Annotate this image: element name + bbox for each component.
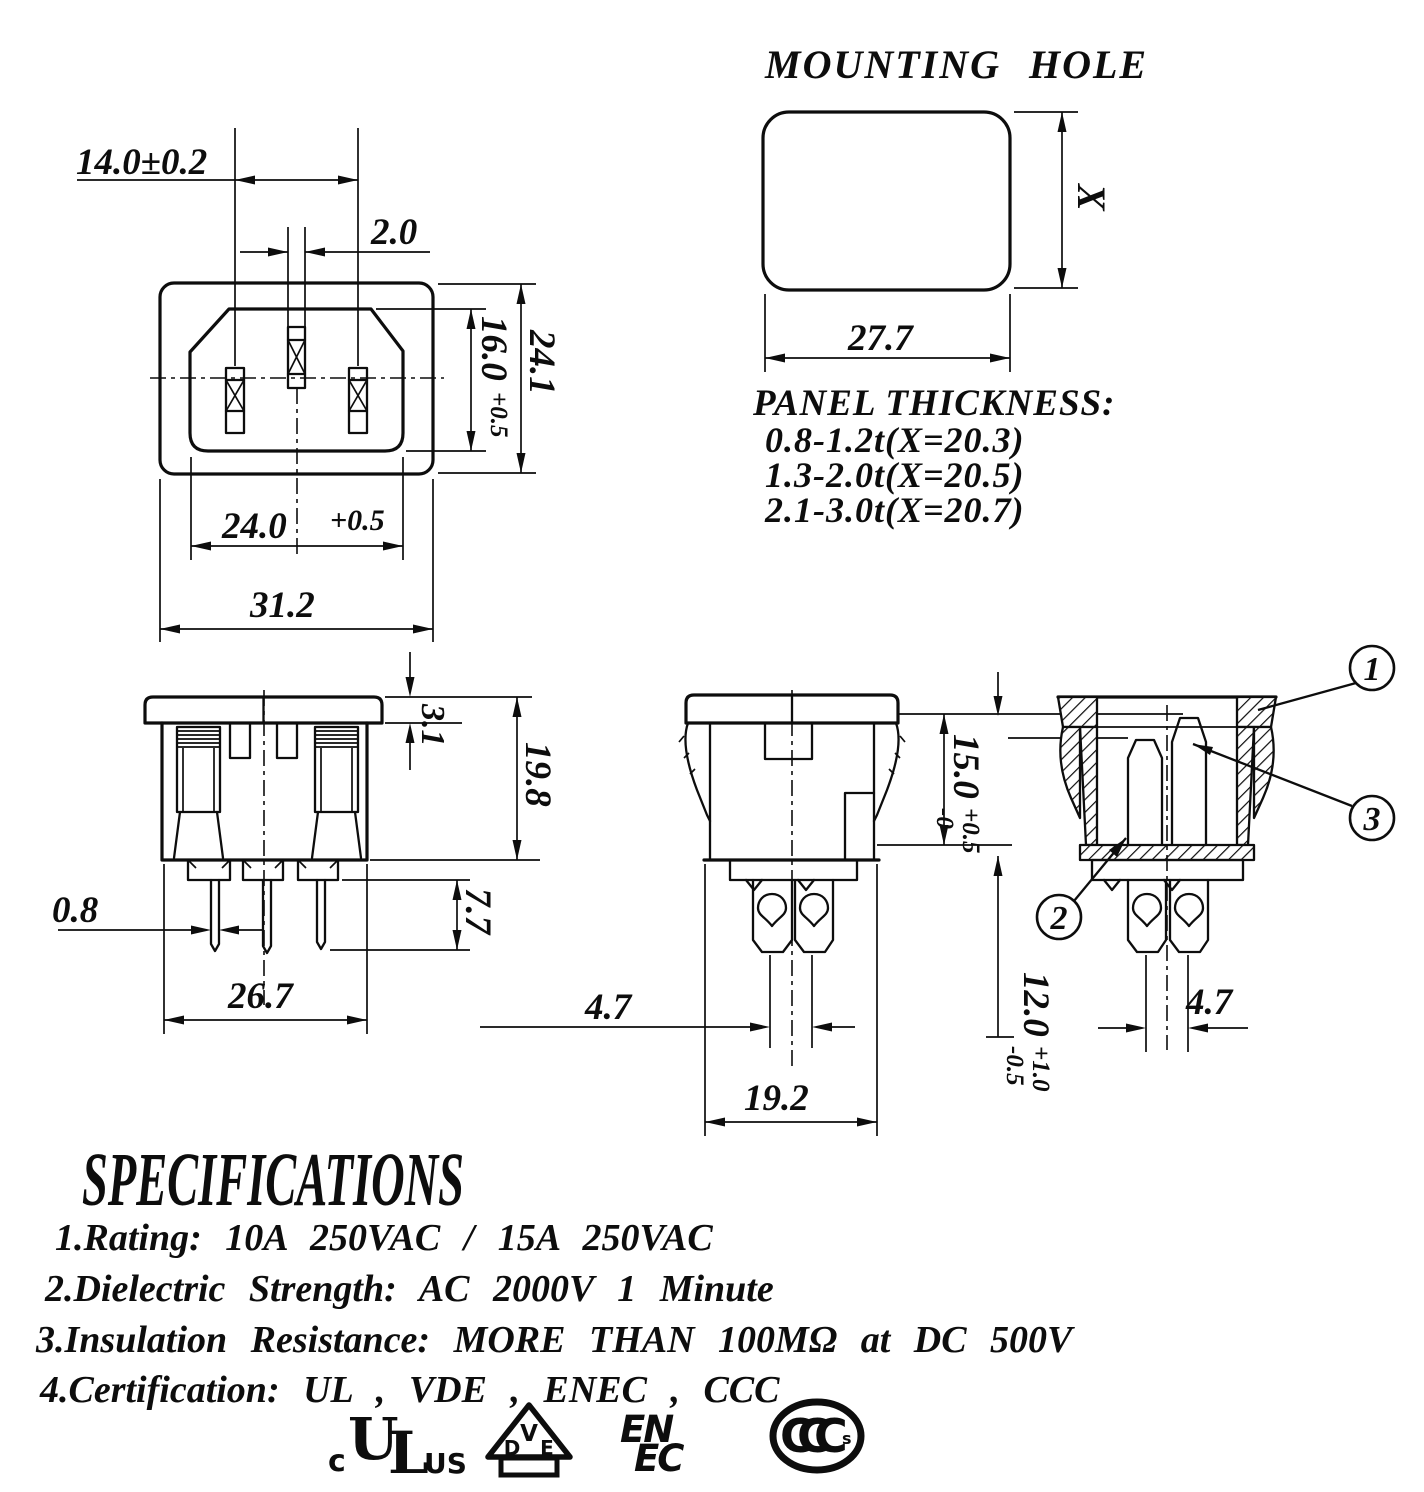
dim-terminal-offset-side: 4.7 xyxy=(584,987,633,1028)
dim-snap-depth-tol-minus: -0 xyxy=(931,808,958,829)
dim-opening-height-tol: +0.5 xyxy=(485,392,512,438)
section-view: 12.0+1.0-0.5 4.7 1 2 3 xyxy=(986,644,1396,1092)
panel-note-title: PANEL THICKNESS: xyxy=(752,383,1115,424)
ccc-c2: C xyxy=(797,1409,831,1463)
vde-letter-e: E xyxy=(540,1436,554,1460)
front-face-view: 14.0±0.2 2.0 16.0+0.5 24.1 24.0 +0.5 xyxy=(76,128,562,642)
specifications-title: SPECIFICATIONS xyxy=(82,1138,464,1222)
vde-logo-icon: V D E xyxy=(485,1402,573,1478)
dim-hole-height: X xyxy=(1069,182,1114,212)
ul-letter-u: U xyxy=(348,1405,399,1473)
callout-1-label: 1 xyxy=(1364,651,1381,688)
dim-opening-width-tol: +0.5 xyxy=(330,504,385,537)
spec-item-rating: 1.Rating: 10A 250VAC / 15A 250VAC xyxy=(55,1217,713,1259)
ul-suffix: US xyxy=(424,1447,467,1480)
spec-item-insulation: 3.Insulation Resistance: MORE THAN 100MΩ… xyxy=(35,1319,1075,1361)
mounting-hole-title: MOUNTING HOLE xyxy=(764,42,1148,87)
callout-2-label: 2 xyxy=(1050,900,1068,937)
dim-opening-height: 16.0+0.5 xyxy=(473,316,514,438)
dim-body-height: 19.8 xyxy=(517,742,558,807)
dim-flange-thickness: 3.1 xyxy=(414,703,451,747)
enec-logo-icon: EN EC xyxy=(620,1408,686,1480)
dim-earth-pin-width: 2.0 xyxy=(370,212,417,253)
vde-letter-v: V xyxy=(520,1421,538,1447)
side-elevation-view: 4.7 19.2 15.0+0.5-0 xyxy=(480,690,1183,1136)
dim-snap-depth: 15.0+0.5-0 xyxy=(931,734,986,854)
ccc-c3: C xyxy=(814,1409,848,1463)
spec-item-dielectric: 2.Dielectric Strength: AC 2000V 1 Minute xyxy=(44,1268,774,1310)
callout-3-label: 3 xyxy=(1363,801,1381,838)
dim-terminal-offset-section: 4.7 xyxy=(1185,982,1234,1023)
dim-terminal-length: 12.0+1.0-0.5 xyxy=(1001,972,1056,1092)
dim-terminal-length-tol-minus: -0.5 xyxy=(1001,1046,1028,1086)
callout-1: 1 xyxy=(1257,644,1396,712)
certification-logos: c U L US V D E EN EC C C C s xyxy=(328,1398,865,1487)
enec-bottom: EC xyxy=(634,1437,684,1480)
callout-2: 2 xyxy=(1035,837,1127,941)
dim-elevation-body-width: 26.7 xyxy=(227,976,294,1017)
dim-overall-width: 31.2 xyxy=(249,585,315,626)
callout-3: 3 xyxy=(1192,742,1396,842)
ccc-s: s xyxy=(842,1429,852,1448)
panel-thickness-note: PANEL THICKNESS: 0.8-1.2t(X=20.3) 1.3-2.… xyxy=(752,383,1115,530)
dim-hole-width: 27.7 xyxy=(847,318,914,359)
dim-pin-thickness: 0.8 xyxy=(52,890,98,931)
front-elevation-view: 3.1 19.8 0.8 7.7 26.7 xyxy=(52,652,558,1034)
mounting-hole-view: MOUNTING HOLE X 27.7 xyxy=(761,42,1148,372)
ccc-c1: C xyxy=(780,1409,814,1463)
dim-terminal-length-tol-plus: +1.0 xyxy=(1027,1046,1054,1092)
vde-letter-d: D xyxy=(504,1436,521,1460)
dim-pin-length: 7.7 xyxy=(457,888,498,936)
dim-snap-depth-tol-plus: +0.5 xyxy=(957,808,984,854)
spec-item-certification: 4.Certification: UL , VDE , ENEC , CCC xyxy=(39,1369,780,1411)
ul-prefix: c xyxy=(328,1444,346,1479)
panel-row-1: 0.8-1.2t(X=20.3) xyxy=(765,420,1025,460)
dim-overall-height: 24.1 xyxy=(521,329,562,395)
dim-opening-width: 24.0 xyxy=(221,506,287,547)
panel-row-3: 2.1-3.0t(X=20.7) xyxy=(764,490,1025,530)
dim-pin-pitch: 14.0±0.2 xyxy=(76,142,207,183)
enec-top: EN xyxy=(620,1408,674,1451)
ul-letter-l: L xyxy=(388,1419,429,1487)
specifications: SPECIFICATIONS 1.Rating: 10A 250VAC / 15… xyxy=(35,1138,1075,1411)
ul-logo-icon: c U L US xyxy=(328,1405,467,1487)
panel-row-2: 1.3-2.0t(X=20.5) xyxy=(765,455,1025,495)
dim-side-body-width: 19.2 xyxy=(744,1078,809,1119)
ccc-logo-icon: C C C s xyxy=(769,1398,865,1474)
